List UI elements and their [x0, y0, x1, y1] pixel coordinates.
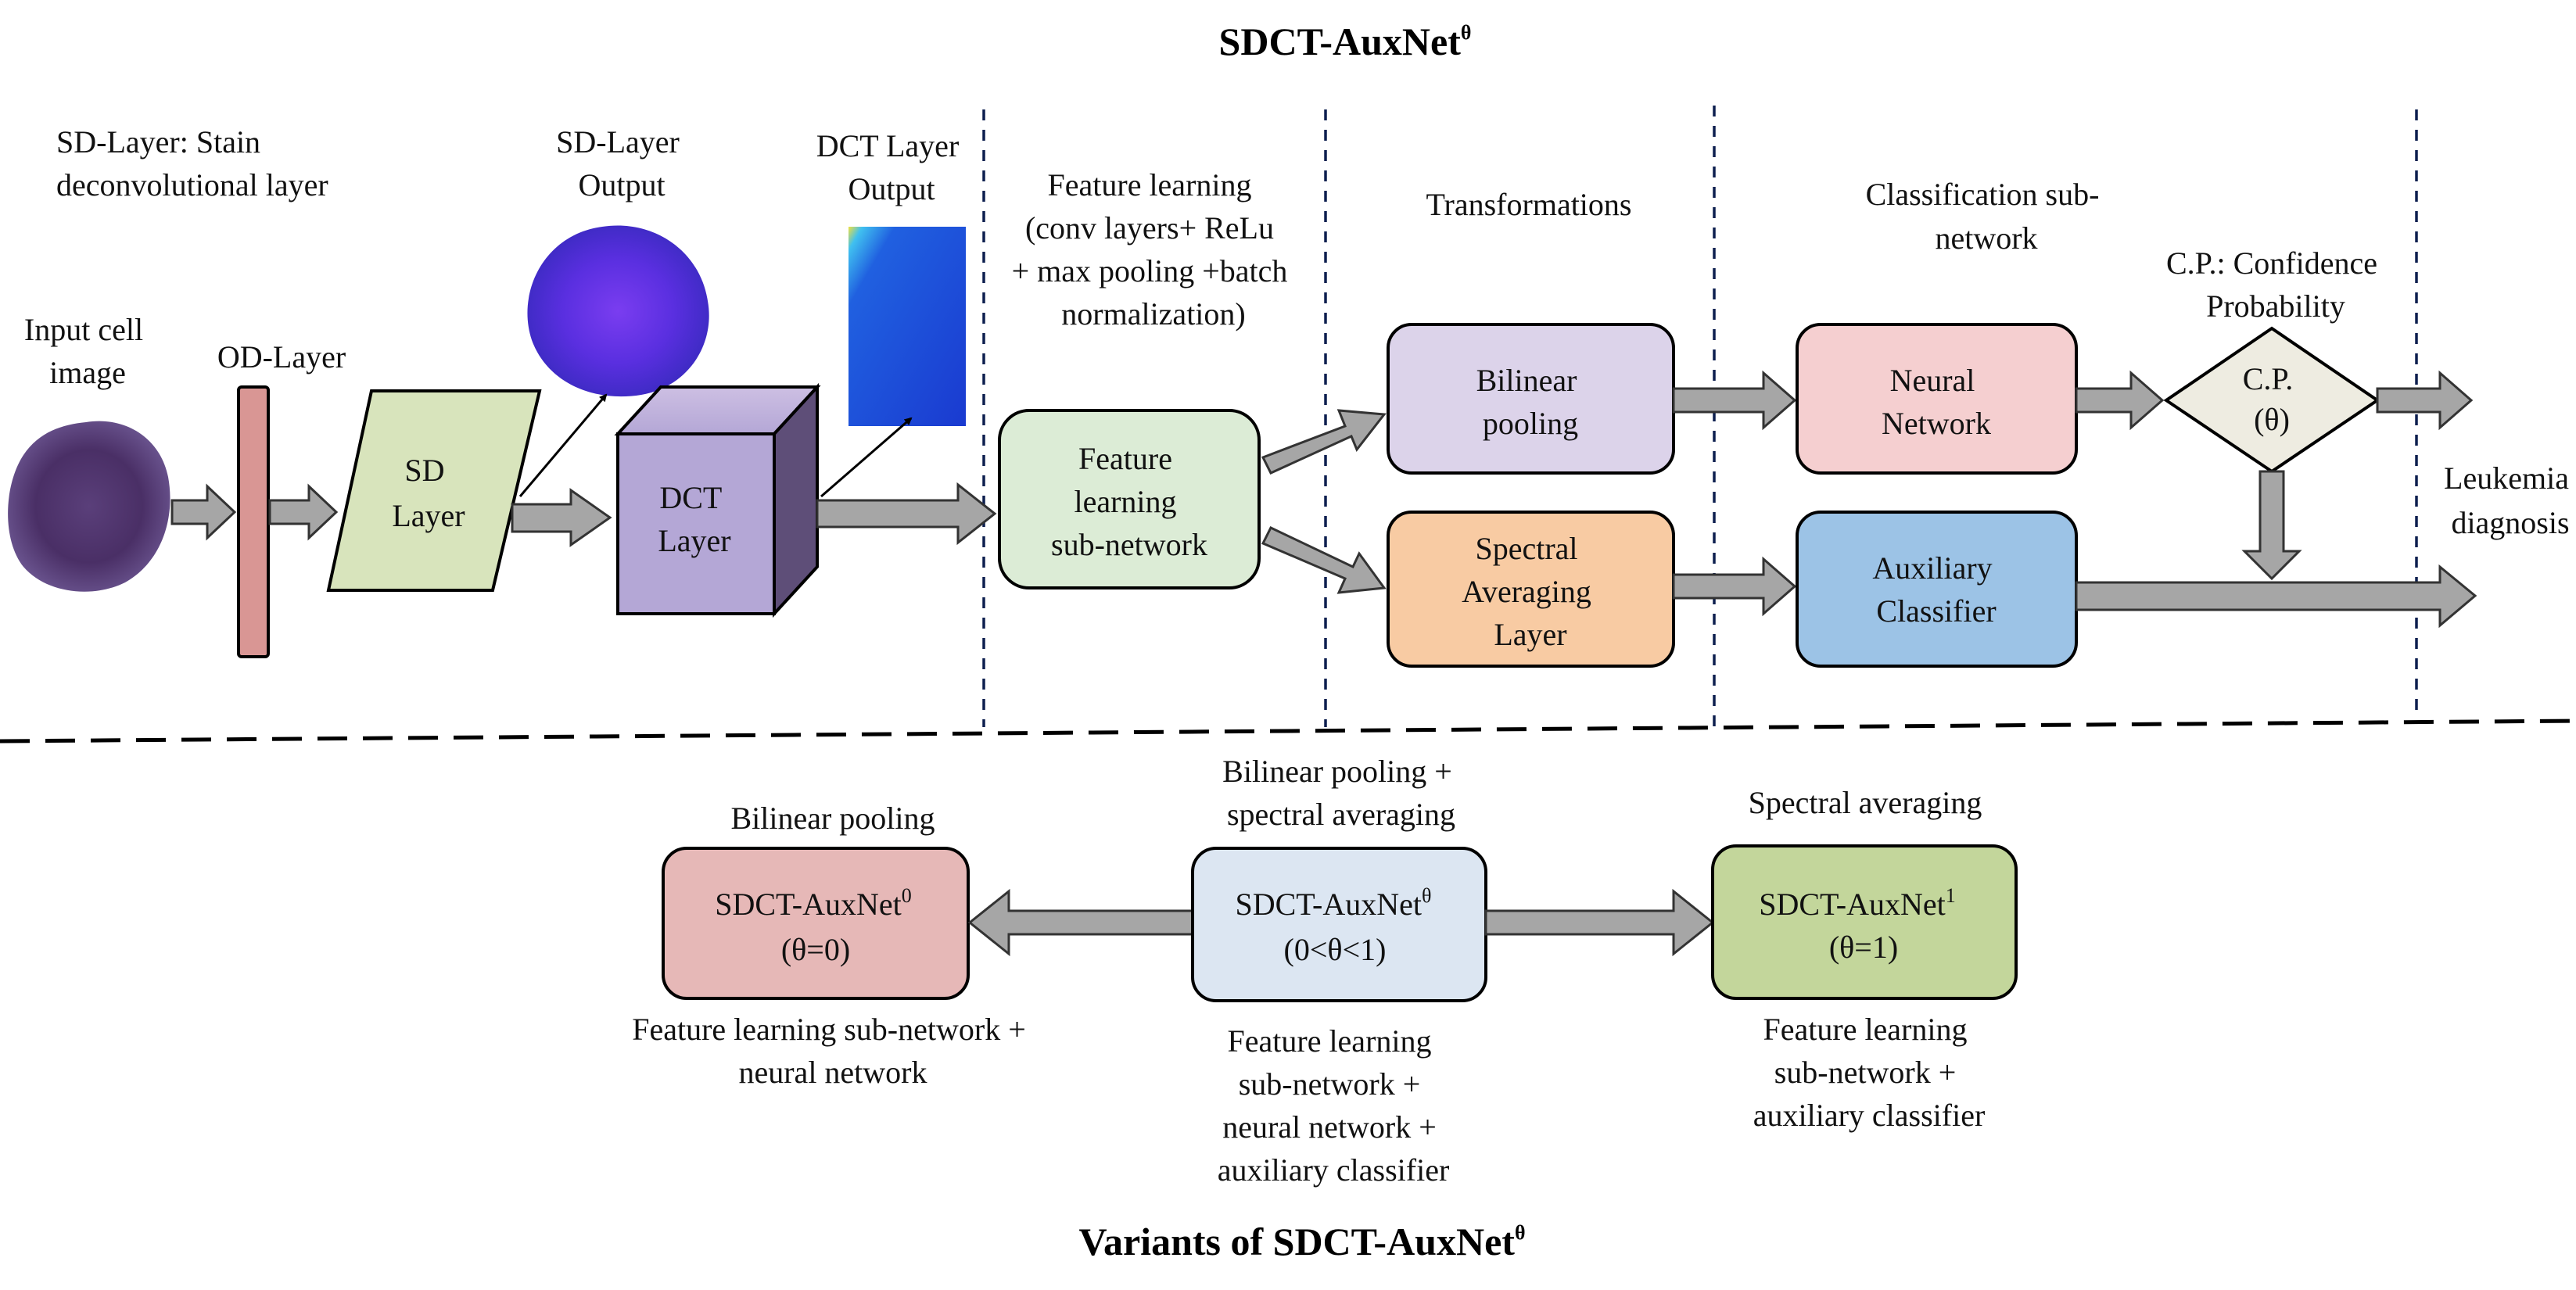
flow-arrow — [2075, 370, 2165, 431]
input-cell-image — [8, 421, 170, 592]
variant-arrow — [967, 888, 1194, 957]
transformations-label: Transformations — [1426, 187, 1632, 222]
dct-output-image — [849, 227, 966, 426]
auxiliary-classifier-box-label: Auxiliary Classifier — [1872, 550, 2000, 629]
od-layer-bar — [237, 385, 270, 658]
variant0-description: Feature learning sub-network + neural ne… — [632, 1012, 1034, 1090]
sd-layer-box — [326, 389, 542, 592]
flow-arrow — [2241, 470, 2302, 581]
feature-learning-box-label: Feature learning sub-network — [1051, 441, 1207, 562]
input-cell-label: Input cell image — [24, 312, 151, 390]
dct-output-pointer — [820, 417, 913, 498]
variant-theta-param: (0<θ<1) — [1284, 932, 1387, 967]
flow-arrow — [1261, 409, 1387, 475]
classification-label: Classification sub- network — [1866, 177, 2108, 256]
sd-layer-description: SD-Layer: Stain deconvolutional layer — [56, 124, 328, 202]
variants-title: Variants of SDCT-AuxNetθ — [1078, 1220, 1525, 1263]
neural-network-box — [1796, 323, 2078, 475]
variant0-param: (θ=0) — [781, 932, 850, 967]
confidence-probability-description: C.P.: Confidence Probability — [2166, 245, 2385, 324]
feature-learning-description: Feature learning (conv layers+ ReLu + ma… — [1012, 167, 1296, 331]
dct-output-label: DCT Layer Output — [816, 128, 967, 206]
variant-theta-heading: Bilinear pooling + spectral averaging — [1222, 754, 1460, 832]
neural-network-box-label: Neural Network — [1882, 363, 1991, 441]
variant1-name: SDCT-AuxNet1 — [1759, 884, 1956, 922]
flow-arrow — [170, 483, 237, 541]
bilinear-pooling-box — [1387, 323, 1675, 475]
feature-learning-box — [998, 409, 1261, 589]
variant-theta-box — [1191, 847, 1487, 1002]
flow-arrow — [1261, 526, 1387, 594]
flow-arrow — [816, 482, 997, 546]
confidence-probability-label: C.P. (θ) — [2243, 361, 2302, 437]
dct-layer-box — [614, 382, 821, 618]
sd-output-pointer — [518, 393, 608, 497]
flow-arrow — [511, 488, 612, 547]
section-divider — [0, 718, 2576, 744]
od-layer-label: OD-Layer — [217, 339, 346, 374]
variant0-box — [662, 847, 970, 1000]
bilinear-pooling-box-label: Bilinear pooling — [1476, 363, 1585, 441]
leukemia-diagnosis-label: Leukemia diagnosis — [2444, 460, 2576, 540]
flow-arrow — [2376, 370, 2474, 431]
sd-layer-box-label: SD Layer — [392, 453, 465, 533]
flow-arrow — [1672, 556, 1797, 617]
auxiliary-classifier-box — [1796, 511, 2078, 668]
sd-output-label: SD-Layer Output — [556, 124, 687, 202]
variant1-box — [1711, 844, 2018, 1000]
variant1-heading: Spectral averaging — [1749, 785, 1982, 820]
diagram-title: SDCT-AuxNetθ — [1219, 20, 1472, 63]
confidence-probability-diamond — [2163, 326, 2380, 474]
variant0-heading: Bilinear pooling — [730, 801, 935, 836]
variant-theta-name: SDCT-AuxNetθ — [1235, 884, 1431, 922]
variant-theta-description: Feature learning sub-network + neural ne… — [1218, 1023, 1450, 1188]
variant-arrow — [1484, 888, 1715, 957]
flow-arrow — [2075, 564, 2477, 629]
dct-layer-box-label: DCT Layer — [658, 480, 730, 558]
variant1-param: (θ=1) — [1829, 930, 1898, 965]
spectral-averaging-box-label: Spectral Averaging Layer — [1462, 531, 1599, 652]
variant0-name: SDCT-AuxNet0 — [715, 884, 912, 922]
sd-output-image — [527, 225, 709, 397]
flow-arrow — [1672, 370, 1797, 431]
flow-arrow — [268, 483, 339, 541]
variant1-description: Feature learning sub-network + auxiliary… — [1753, 1012, 1986, 1133]
